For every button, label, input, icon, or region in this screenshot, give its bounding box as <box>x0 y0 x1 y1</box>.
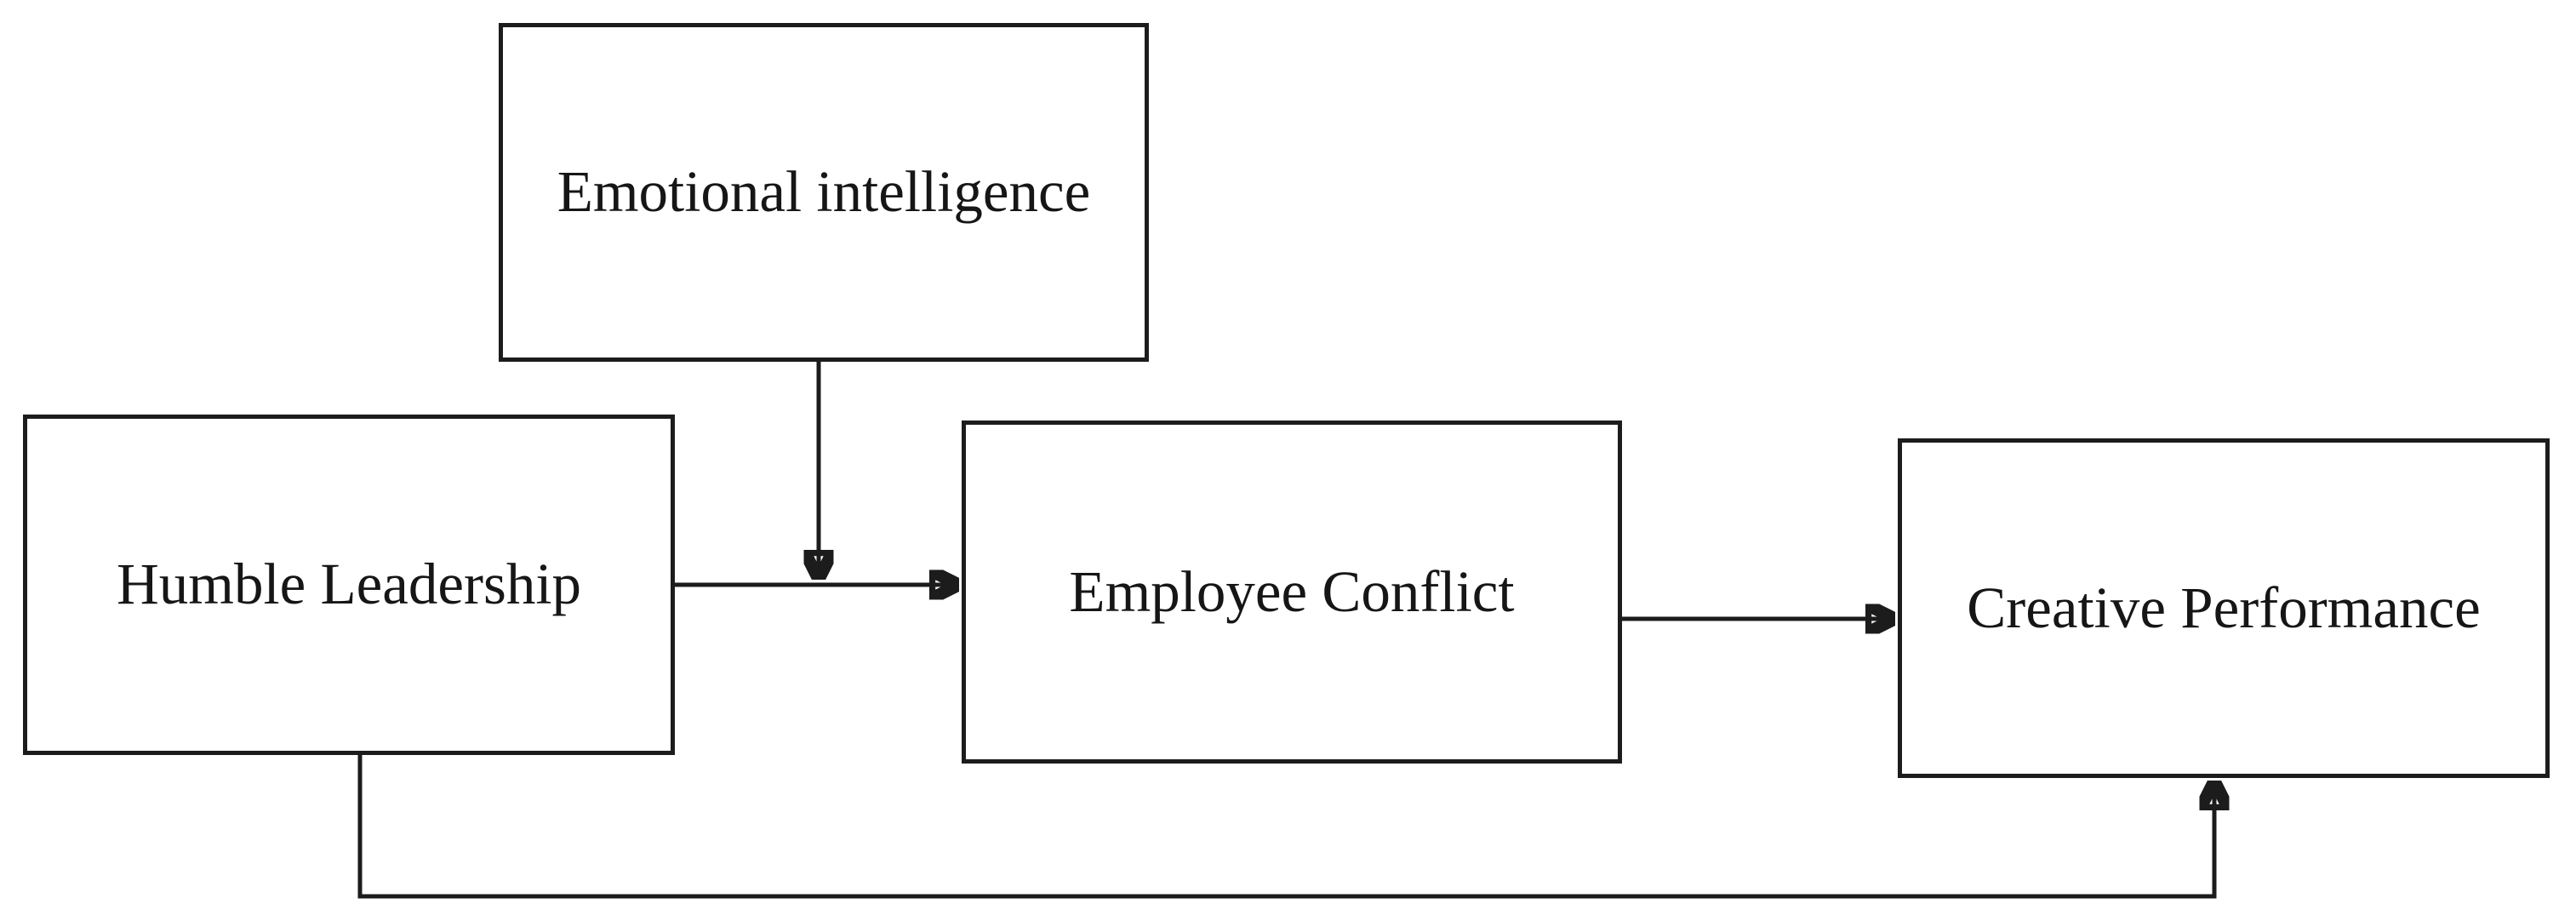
edge-humble-leadership-to-creative-performance-elbow-arrow <box>357 755 2214 899</box>
node-creative-performance-label: Creative Performance <box>1967 575 2481 640</box>
node-creative-performance: Creative Performance <box>1898 438 2550 778</box>
node-employee-conflict-label: Employee Conflict <box>1069 558 1515 624</box>
node-emotional-intelligence-label: Emotional intelligence <box>557 159 1091 225</box>
node-humble-leadership: Humble Leadership <box>23 415 675 755</box>
node-emotional-intelligence: Emotional intelligence <box>499 23 1149 362</box>
node-employee-conflict: Employee Conflict <box>962 420 1622 764</box>
node-humble-leadership-label: Humble Leadership <box>116 552 582 617</box>
